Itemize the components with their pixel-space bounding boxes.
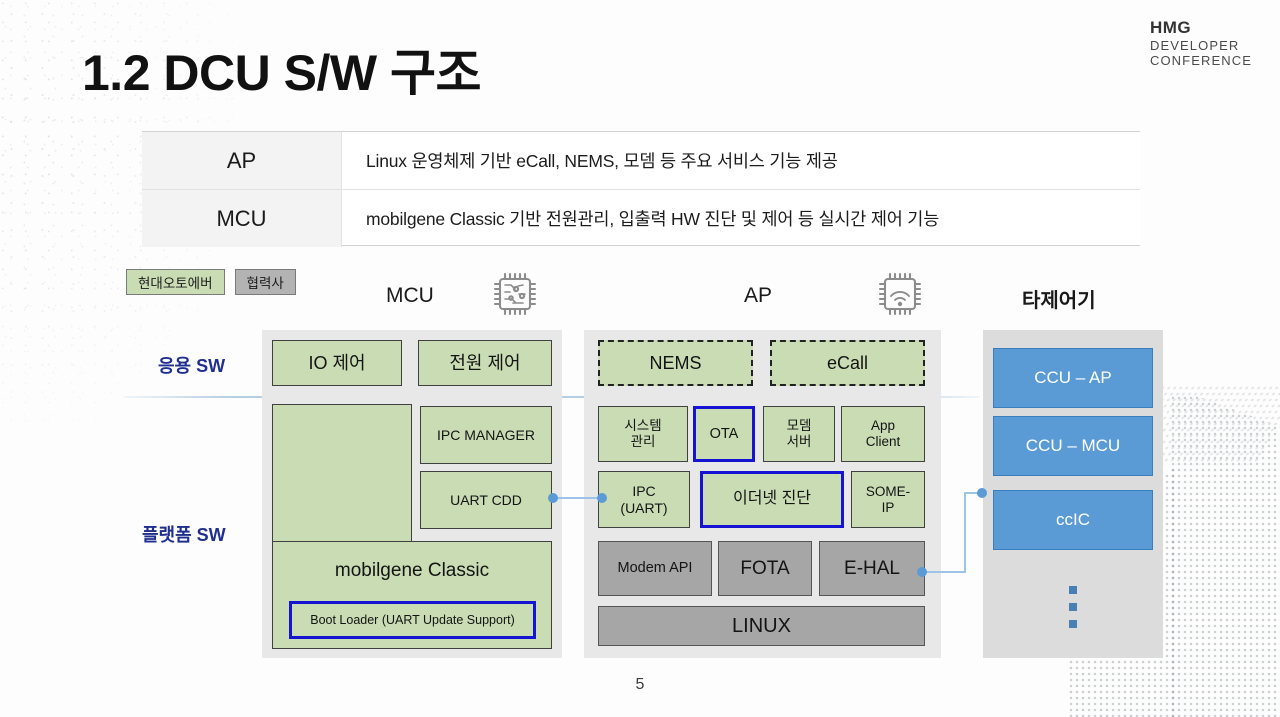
connector-dot-ipcuart <box>597 493 607 503</box>
legend-item-partner: 협력사 <box>234 269 296 295</box>
box-modem-api[interactable]: Modem API <box>598 541 712 596</box>
box-ccic[interactable]: ccIC <box>993 490 1153 550</box>
slide-title: 1.2 DCU S/W 구조 <box>82 45 481 101</box>
box-ecall[interactable]: eCall <box>770 340 925 386</box>
column-header-external: 타제어기 <box>1022 290 1096 312</box>
table-row: AP Linux 운영체제 기반 eCall, NEMS, 모뎀 등 주요 서비… <box>142 132 1140 189</box>
logo-line-hmg: HMG <box>1149 18 1192 37</box>
spec-key-ap: AP <box>142 132 342 189</box>
spec-key-mcu: MCU <box>142 190 342 247</box>
box-mcu-platform-area <box>272 404 412 560</box>
page-number: 5 <box>635 676 645 693</box>
side-label-application-sw: 응용 SW <box>158 356 226 376</box>
connector-ehal-segment-to-ccic <box>964 492 982 494</box>
box-power-control[interactable]: 전원 제어 <box>418 340 552 386</box>
box-linux[interactable]: LINUX <box>598 606 925 646</box>
box-ipc-uart[interactable]: IPC (UART) <box>598 471 690 528</box>
box-app-client[interactable]: App Client <box>841 406 925 462</box>
column-header-ap: AP <box>744 284 773 307</box>
box-nems[interactable]: NEMS <box>598 340 753 386</box>
connector-uartcdd-to-ipcuart <box>552 497 606 499</box>
wireless-chip-icon <box>874 268 926 320</box>
box-ccu-ap[interactable]: CCU – AP <box>993 348 1153 408</box>
vertical-ellipsis-icon <box>1069 586 1078 637</box>
legend: 현대오토에버 협력사 <box>126 269 296 295</box>
box-fota[interactable]: FOTA <box>718 541 812 596</box>
connector-ehal-segment-vertical <box>964 493 966 573</box>
box-ota[interactable]: OTA <box>693 406 755 462</box>
connector-dot-ccic <box>977 488 987 498</box>
spec-value-mcu: mobilgene Classic 기반 전원관리, 입출력 HW 진단 및 제… <box>366 209 940 229</box>
microchip-icon <box>489 268 541 320</box>
box-boot-loader[interactable]: Boot Loader (UART Update Support) <box>289 601 536 639</box>
box-e-hal[interactable]: E-HAL <box>819 541 925 596</box>
legend-item-hyundai-autoever: 현대오토에버 <box>126 269 225 295</box>
connector-dot-uartcdd <box>548 493 558 503</box>
box-system-management[interactable]: 시스템 관리 <box>598 406 688 462</box>
box-some-ip[interactable]: SOME- IP <box>851 471 925 528</box>
connector-dot-ehal <box>917 567 927 577</box>
spec-value-ap: Linux 운영체제 기반 eCall, NEMS, 모뎀 등 주요 서비스 기… <box>366 151 838 171</box>
cube-face-right <box>1170 395 1280 717</box>
spec-table: AP Linux 운영체제 기반 eCall, NEMS, 모뎀 등 주요 서비… <box>142 131 1140 247</box>
connector-ehal-segment-horizontal <box>921 571 966 573</box>
logo-line-developer: DEVELOPER <box>1149 38 1240 54</box>
table-row: MCU mobilgene Classic 기반 전원관리, 입출력 HW 진단… <box>142 189 1140 247</box>
logo-line-conference: CONFERENCE <box>1149 53 1252 69</box>
box-ccu-mcu[interactable]: CCU – MCU <box>993 416 1153 476</box>
box-uart-cdd[interactable]: UART CDD <box>420 471 552 529</box>
column-header-mcu: MCU <box>386 284 434 307</box>
side-label-platform-sw: 플랫폼 SW <box>142 525 226 545</box>
hmg-developer-conference-logo: HMG DEVELOPER CONFERENCE <box>1150 18 1252 69</box>
box-io-control[interactable]: IO 제어 <box>272 340 402 386</box>
box-ethernet-diagnostics[interactable]: 이더넷 진단 <box>700 471 844 528</box>
box-ipc-manager[interactable]: IPC MANAGER <box>420 406 552 464</box>
box-modem-server[interactable]: 모뎀 서버 <box>763 406 835 462</box>
